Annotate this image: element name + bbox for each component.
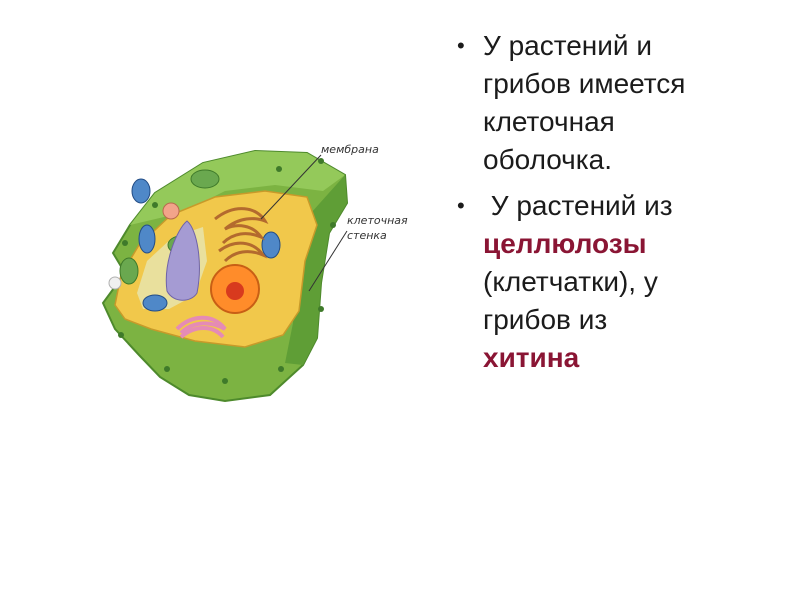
bullet-item-1: • У растений и грибов имеется клеточная …: [455, 27, 785, 179]
bullet-2-line-1: У растений из: [483, 190, 673, 221]
vesicle: [108, 276, 122, 290]
mitochondrion: [138, 224, 156, 254]
plant-cell-diagram: мембрана клеточная стенка: [85, 133, 437, 418]
membrane-label: мембрана: [321, 143, 379, 156]
endoplasmic-reticulum: [218, 241, 268, 263]
bullet-1-line-3: клеточная: [483, 106, 615, 137]
endoplasmic-reticulum: [214, 207, 269, 245]
bullet-1-line-2: грибов имеется: [483, 68, 686, 99]
plant-cell-illustration: мембрана клеточная стенка: [101, 143, 408, 403]
chloroplast: [190, 169, 220, 189]
nucleolus: [226, 282, 244, 300]
bullet-marker: •: [457, 33, 465, 58]
lavender-vacuole: [165, 220, 200, 301]
mitochondrion: [131, 178, 151, 204]
cell-wall-label-line1: клеточная: [347, 214, 408, 227]
wall-leader-line: [308, 230, 348, 292]
membrane-leader-line: [260, 154, 322, 220]
cell-wall-top: [130, 151, 345, 225]
bullet-1-line-1: У растений и: [483, 30, 652, 61]
highlight-cellulose: целлюлозы: [483, 228, 647, 259]
highlight-chitin: хитина: [483, 342, 580, 373]
plasmodesmata: [118, 158, 336, 384]
golgi-apparatus: [175, 315, 227, 339]
bullet-item-2: • У растений из целлюлозы (клетчатки), у…: [455, 187, 785, 377]
vesicle: [162, 202, 180, 220]
bullet-2-line-4: грибов из: [483, 304, 608, 335]
mitochondrion: [142, 294, 168, 312]
chloroplast: [119, 257, 139, 285]
cell-wall-label-line2: стенка: [347, 229, 387, 242]
bullet-2-line-3: (клетчатки), у: [483, 266, 658, 297]
mitochondrion: [261, 231, 281, 259]
bullet-list: • У растений и грибов имеется клеточная …: [455, 27, 785, 385]
bullet-marker: •: [457, 193, 465, 218]
bullet-1-line-4: оболочка.: [483, 144, 612, 175]
